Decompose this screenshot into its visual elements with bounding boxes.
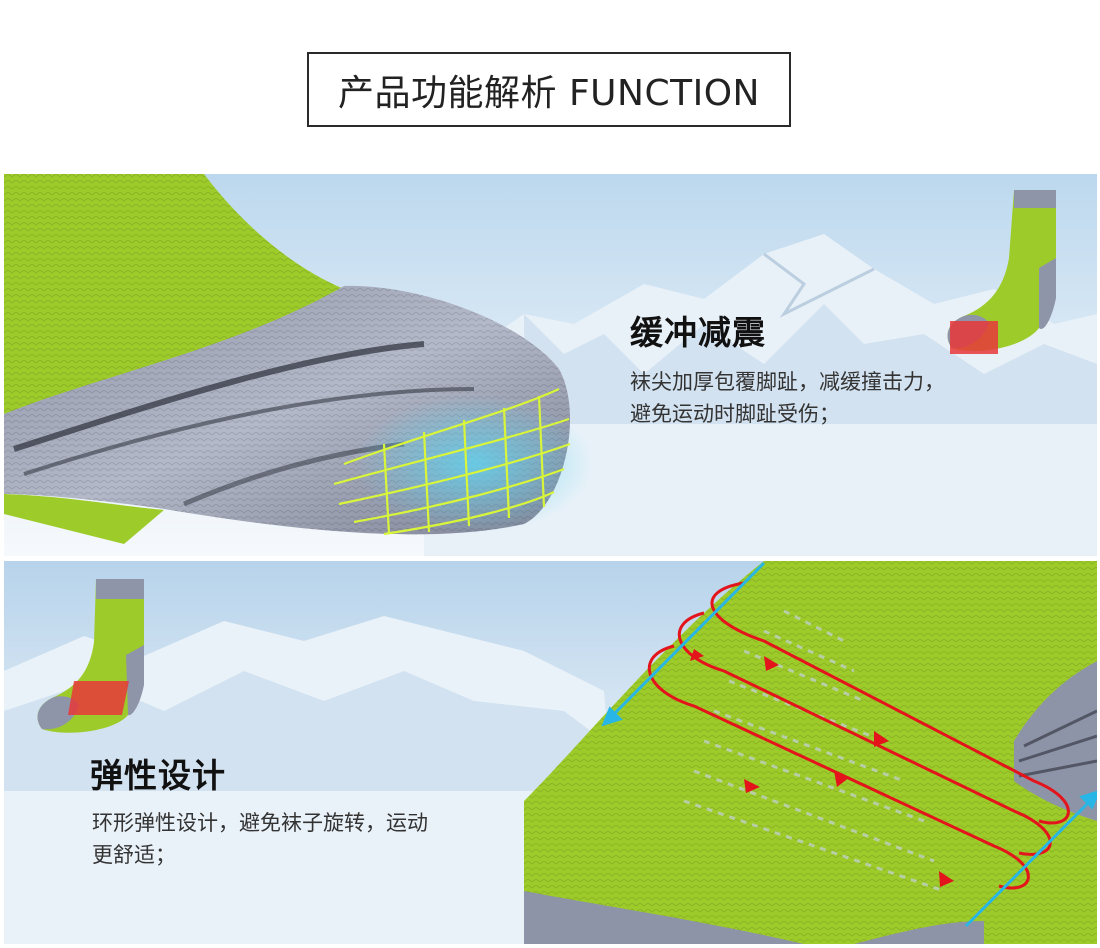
feature-desc-line: 更舒适； bbox=[92, 843, 176, 867]
feature-panel-elastic: 弹性设计 环形弹性设计，避免袜子旋转，运动 更舒适； bbox=[4, 561, 1097, 944]
feature-desc-cushioning: 袜尖加厚包覆脚趾，减缓撞击力， 避免运动时脚趾受伤； bbox=[630, 366, 945, 430]
sock-thumbnail-arch-highlight bbox=[37, 579, 144, 733]
feature-desc-line: 环形弹性设计，避免袜子旋转，运动 bbox=[92, 811, 428, 835]
toe-highlight-marker bbox=[950, 321, 998, 354]
cushioning-illustration bbox=[4, 174, 1097, 556]
feature-desc-elastic: 环形弹性设计，避免袜子旋转，运动 更舒适； bbox=[92, 807, 428, 871]
section-header: 产品功能解析 FUNCTION bbox=[307, 52, 791, 127]
feature-panel-cushioning: 缓冲减震 袜尖加厚包覆脚趾，减缓撞击力， 避免运动时脚趾受伤； bbox=[4, 174, 1097, 556]
feature-title-cushioning: 缓冲减震 bbox=[630, 313, 766, 352]
feature-desc-line: 避免运动时脚趾受伤； bbox=[630, 402, 840, 426]
elastic-illustration bbox=[4, 561, 1097, 944]
feature-desc-line: 袜尖加厚包覆脚趾，减缓撞击力， bbox=[630, 370, 945, 394]
sock-thumbnail-toe-highlight bbox=[947, 190, 1056, 354]
arch-highlight-marker bbox=[68, 681, 129, 715]
feature-title-elastic: 弹性设计 bbox=[90, 756, 226, 795]
section-title: 产品功能解析 FUNCTION bbox=[338, 72, 760, 114]
